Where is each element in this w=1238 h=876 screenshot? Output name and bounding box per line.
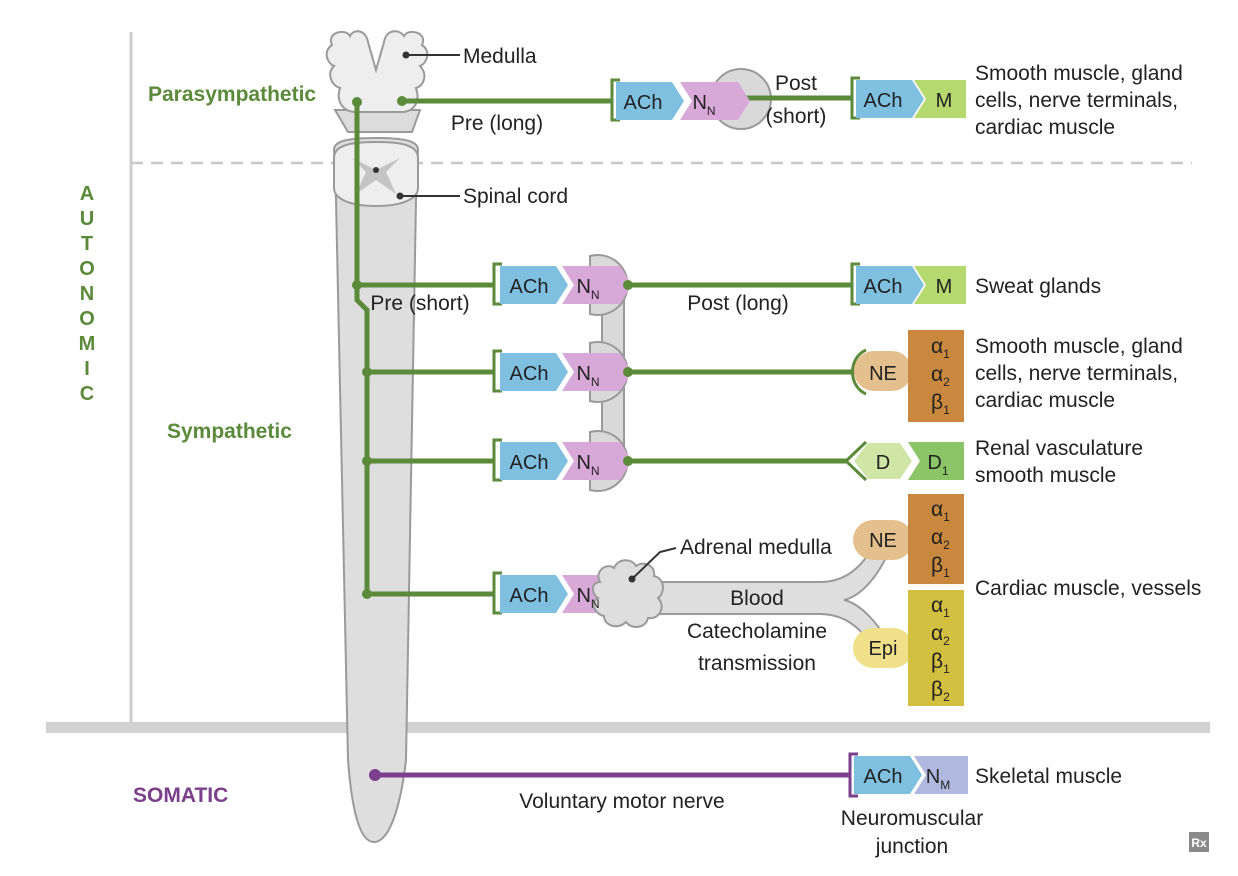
adrenal-epi-alpha1: α1 (931, 594, 950, 620)
skeletal-target: Skeletal muscle (975, 765, 1122, 788)
ne-nn: NN (576, 363, 599, 389)
adrenal-ne-alpha2: α2 (931, 526, 950, 552)
post-short-label-1: Post (775, 72, 817, 95)
post-long-label: Post (long) (687, 292, 789, 315)
para-post-ach: ACh (864, 90, 903, 112)
voluntary-motor-nerve-label: Voluntary motor nerve (519, 790, 724, 813)
adrenal-epi: Epi (869, 638, 898, 660)
ne-receptor-alpha2: α2 (931, 363, 950, 389)
dopamine-transmitter: D (876, 452, 890, 474)
somatic-ach: ACh (864, 766, 903, 788)
blood-label: Blood (730, 587, 784, 610)
adrenal-epi-alpha2: α2 (931, 622, 950, 648)
nmj-label-2: junction (875, 835, 948, 858)
catecholamine-label-2: transmission (698, 652, 816, 675)
sweat-target: Sweat glands (975, 275, 1101, 298)
symp-target-1: Smooth muscle, gland (975, 335, 1183, 358)
sweat-nn: NN (576, 276, 599, 302)
autonomic-somatic-divider (46, 722, 1210, 733)
para-m: M (936, 90, 953, 112)
adrenal-medulla-label: Adrenal medulla (680, 536, 832, 559)
sympathetic-label: Sympathetic (167, 420, 292, 443)
dopamine-receptor: D1 (927, 452, 948, 478)
adrenal-pointer (631, 547, 677, 580)
nmj-label-1: Neuromuscular (841, 807, 983, 830)
symp-target-3: cardiac muscle (975, 389, 1115, 412)
symp-row-sweat (357, 262, 966, 306)
cardiac-vessels-target: Cardiac muscle, vessels (975, 577, 1201, 600)
da-pre-ach: ACh (510, 452, 549, 474)
adrenal-epi-beta1: β1 (931, 650, 950, 676)
da-nn: NN (576, 452, 599, 478)
ne-transmitter: NE (869, 363, 897, 385)
somatic-pathway (369, 752, 968, 798)
spinal-cord-illustration (332, 136, 420, 844)
ne-pre-ach: ACh (510, 363, 549, 385)
adrenal-nn: NN (576, 585, 599, 611)
sympathetic-trunk (354, 102, 370, 594)
adrenal-ne-beta1: β1 (931, 554, 950, 580)
sweat-m: M (936, 276, 953, 298)
symp-row-dopamine (367, 438, 964, 482)
somatic-label: SOMATIC (133, 784, 228, 807)
pre-short-label: Pre (short) (370, 292, 469, 315)
sweat-post-ach: ACh (864, 276, 903, 298)
parasympathetic-label: Parasympathetic (148, 83, 316, 106)
medulla-label: Medulla (463, 45, 537, 68)
adrenal-pre-ach: ACh (510, 585, 549, 607)
para-target-1: Smooth muscle, gland (975, 62, 1183, 85)
para-target-2: cells, nerve terminals, (975, 89, 1178, 112)
parasympathetic-pathway (397, 68, 966, 130)
rx-logo: Rx (1189, 832, 1209, 852)
post-short-label-2: (short) (766, 105, 827, 128)
pre-long-label: Pre (long) (451, 112, 543, 135)
svg-text:Rx: Rx (1191, 836, 1207, 850)
renal-target-2: smooth muscle (975, 464, 1116, 487)
sweat-pre-ach: ACh (510, 276, 549, 298)
somatic-nm: NM (926, 766, 950, 792)
symp-target-2: cells, nerve terminals, (975, 362, 1178, 385)
para-pre-ach: ACh (624, 92, 663, 114)
symp-row-adrenal (367, 494, 964, 706)
ne-receptor-alpha1: α1 (931, 335, 950, 361)
spinal-cord-label: Spinal cord (463, 185, 568, 208)
para-target-3: cardiac muscle (975, 116, 1115, 139)
ne-receptor-beta1: β1 (931, 391, 950, 417)
medulla-illustration (325, 30, 429, 133)
adrenal-epi-beta2: β2 (931, 678, 950, 704)
adrenal-ne-alpha1: α1 (931, 498, 950, 524)
renal-target-1: Renal vasculature (975, 437, 1143, 460)
symp-row-ne (367, 330, 964, 422)
adrenal-ne: NE (869, 530, 897, 552)
catecholamine-label-1: Catecholamine (687, 620, 827, 643)
para-nn: NN (692, 92, 715, 118)
